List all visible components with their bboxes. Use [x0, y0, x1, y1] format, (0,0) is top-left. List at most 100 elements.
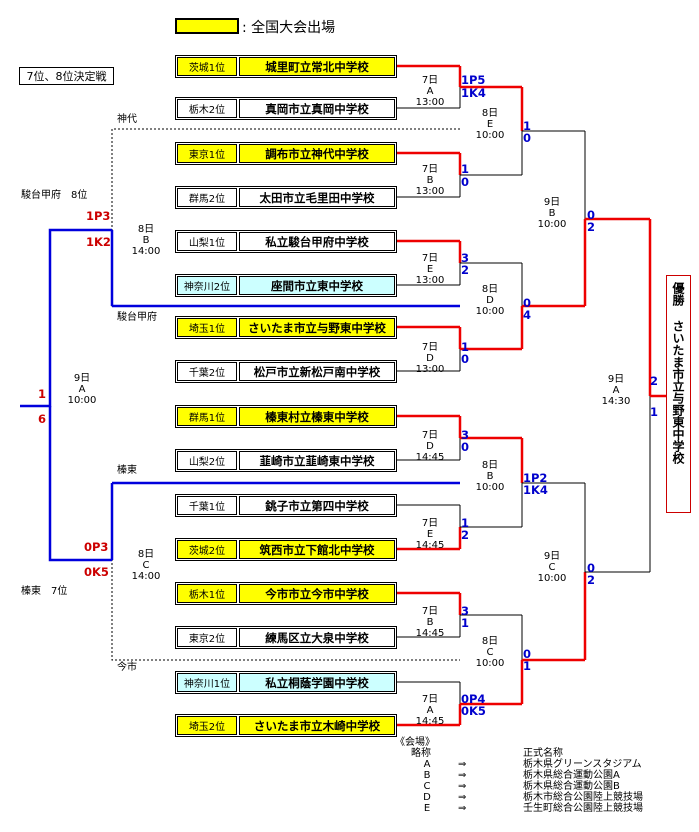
- venue-arrow: ⇒: [458, 792, 467, 803]
- venue-arrow: ⇒: [458, 781, 467, 792]
- match-venue: D: [426, 441, 434, 452]
- team-seed: 埼玉2位: [177, 716, 237, 735]
- team-name: 真岡市立真岡中学校: [239, 99, 395, 118]
- match-time: 14:45: [415, 628, 445, 639]
- team-seed: 群馬2位: [177, 188, 237, 207]
- team-seed: 東京2位: [177, 628, 237, 647]
- team-name: 座間市立東中学校: [239, 276, 395, 295]
- team-row: 山梨1位私立駿台甲府中学校: [175, 230, 397, 253]
- match-score: 0P4: [461, 692, 486, 706]
- team-seed: 栃木1位: [177, 584, 237, 603]
- team-seed: 山梨1位: [177, 232, 237, 251]
- team-name: 城里町立常北中学校: [239, 57, 395, 76]
- match-score: 0K5: [84, 565, 109, 579]
- match-time: 10:00: [537, 219, 567, 230]
- team-row: 千葉1位銚子市立第四中学校: [175, 494, 397, 517]
- group-label: 駿台甲府: [117, 312, 157, 323]
- match-time: 10:00: [475, 306, 505, 317]
- team-seed: 埼玉1位: [177, 318, 237, 337]
- team-name: 太田市立毛里田中学校: [239, 188, 395, 207]
- group-label: 神代: [117, 114, 137, 125]
- placement-line: [20, 228, 112, 408]
- match-time: 13:00: [415, 364, 445, 375]
- team-row: 山梨2位韮崎市立韮崎東中学校: [175, 449, 397, 472]
- team-row: 栃木2位真岡市立真岡中学校: [175, 97, 397, 120]
- match-day: 7日: [421, 694, 439, 705]
- match-time: 14:45: [415, 452, 445, 463]
- match-day: 8日: [481, 284, 499, 295]
- match-venue: B: [548, 208, 556, 219]
- team-row: 埼玉1位さいたま市立与野東中学校: [175, 316, 397, 339]
- match-score: 1: [523, 659, 532, 673]
- match-time: 14:45: [415, 716, 445, 727]
- match-time: 10:00: [475, 482, 505, 493]
- team-name: 榛東村立榛東中学校: [239, 407, 395, 426]
- match-score: 1P5: [461, 73, 486, 87]
- match-score: 0: [523, 296, 532, 310]
- team-seed: 茨城2位: [177, 540, 237, 559]
- venue-arrow: ⇒: [458, 803, 467, 814]
- match-day: 8日: [137, 549, 155, 560]
- team-seed: 東京1位: [177, 144, 237, 163]
- match-score: 1K2: [86, 235, 111, 249]
- match-score: 1K4: [523, 483, 548, 497]
- champion-label: 優勝: [671, 282, 685, 306]
- match-venue: B: [486, 471, 494, 482]
- match-score: 1P2: [523, 471, 548, 485]
- venue-name: 壬生町総合公園陸上競技場: [523, 803, 643, 814]
- team-row: 茨城1位城里町立常北中学校: [175, 55, 397, 78]
- match-score: 1: [523, 119, 532, 133]
- venue-name: 栃木県総合運動公園A: [523, 770, 620, 781]
- match-venue: C: [142, 560, 150, 571]
- match-time: 13:00: [415, 97, 445, 108]
- match-score: 4: [523, 308, 532, 322]
- match-time: 10:00: [475, 130, 505, 141]
- team-seed: 茨城1位: [177, 57, 237, 76]
- venue-abbr: E: [423, 803, 431, 814]
- match-time: 10:00: [67, 395, 97, 406]
- venue-arrow: ⇒: [458, 770, 467, 781]
- match-day: 9日: [543, 197, 561, 208]
- match-day: 7日: [421, 253, 439, 264]
- match-day: 7日: [421, 75, 439, 86]
- match-day: 8日: [481, 108, 499, 119]
- team-name: 韮崎市立韮崎東中学校: [239, 451, 395, 470]
- match-score: 0P3: [84, 540, 109, 554]
- match-day: 7日: [421, 518, 439, 529]
- venue-header: 《会場》: [395, 737, 435, 748]
- match-score: 6: [38, 412, 47, 426]
- team-row: 神奈川2位座間市立東中学校: [175, 274, 397, 297]
- match-day: 9日: [543, 551, 561, 562]
- match-score: 0: [587, 208, 596, 222]
- venue-abbr: B: [423, 770, 431, 781]
- team-row: 茨城2位筑西市立下館北中学校: [175, 538, 397, 561]
- venue-name: 栃木県総合運動公園B: [523, 781, 620, 792]
- team-row: 栃木1位今市市立今市中学校: [175, 582, 397, 605]
- match-time: 13:00: [415, 275, 445, 286]
- venue-col-abbr: 略称: [411, 748, 431, 759]
- team-row: 埼玉2位さいたま市立木崎中学校: [175, 714, 397, 737]
- team-name: さいたま市立木崎中学校: [239, 716, 395, 735]
- match-day: 7日: [421, 606, 439, 617]
- group-label: 今市: [117, 662, 137, 673]
- legend-label: : 全国大会出場: [242, 20, 336, 36]
- match-score: 1: [38, 387, 47, 401]
- match-score: 0K5: [461, 704, 486, 718]
- venue-col-name: 正式名称: [523, 748, 563, 759]
- match-time: 14:00: [131, 246, 161, 257]
- match-score: 3: [461, 251, 470, 265]
- legend-swatch: [175, 18, 239, 34]
- match-score: 1: [461, 340, 470, 354]
- match-day: 9日: [607, 374, 625, 385]
- match-score: 1K4: [461, 86, 486, 100]
- match-venue: A: [426, 705, 434, 716]
- team-row: 群馬2位太田市立毛里田中学校: [175, 186, 397, 209]
- team-row: 東京2位練馬区立大泉中学校: [175, 626, 397, 649]
- team-seed: 山梨2位: [177, 451, 237, 470]
- team-row: 千葉2位松戸市立新松戸南中学校: [175, 360, 397, 383]
- match-venue: B: [142, 235, 150, 246]
- team-row: 群馬1位榛東村立榛東中学校: [175, 405, 397, 428]
- match-time: 14:00: [131, 571, 161, 582]
- team-name: 今市市立今市中学校: [239, 584, 395, 603]
